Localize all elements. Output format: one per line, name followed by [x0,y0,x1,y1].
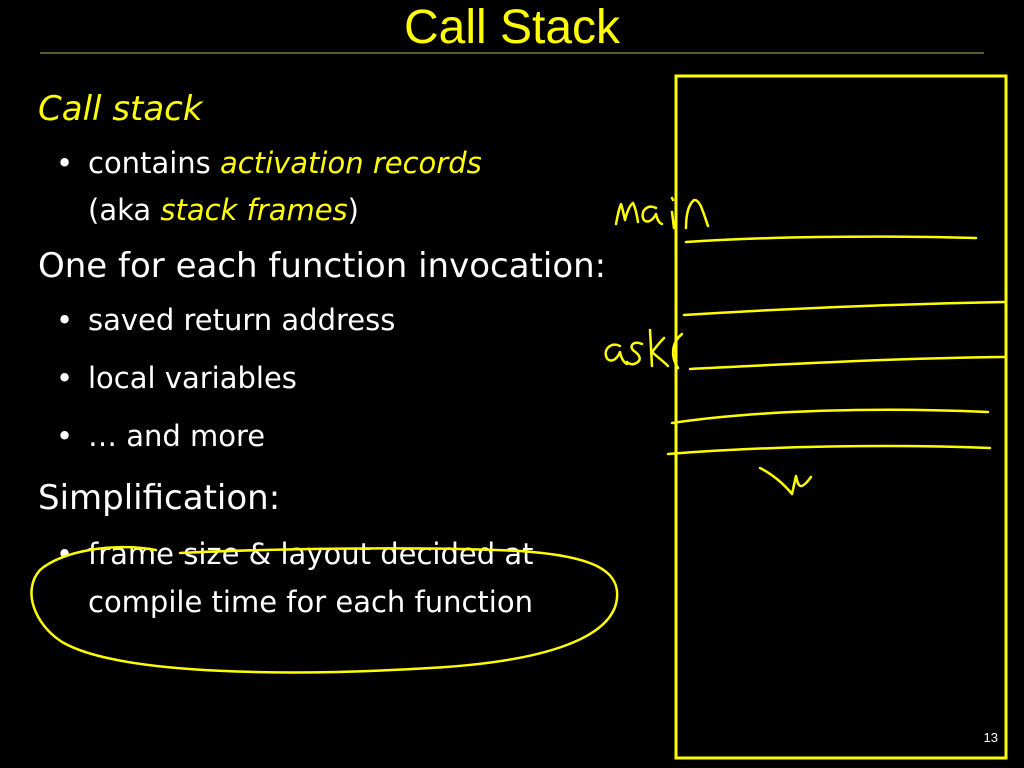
downward-arrow-mark [758,466,813,496]
bullet-text-prefix: contains [88,146,220,180]
bullet-text-line2: compile time for each function [88,585,533,619]
slide-body: Call stack • contains activation records… [38,88,678,621]
emphasis-activation-records: activation records [219,146,482,180]
bullet-text: saved return address [88,303,396,337]
stack-box [674,74,1008,760]
heading-simplification: Simplification: [38,478,281,518]
frame-line-1 [684,235,978,244]
bullet-text: … and more [88,419,266,453]
bullet-activation-records: • contains activation records (aka stack… [38,144,678,229]
frame-line-3 [688,355,1006,371]
aka-suffix: ) [347,193,359,227]
title-underline [40,52,984,54]
bullet-glyph: • [56,361,74,395]
bullet-glyph: • [56,303,74,337]
bullet-glyph: • [56,537,74,571]
aka-prefix: (aka [88,193,161,227]
page-number: 13 [983,730,998,745]
emphasis-stack-frames: stack frames [160,193,348,227]
frame-line-5 [666,444,992,456]
bullet-local-variables: • local variables [38,359,678,397]
heading-call-stack: Call stack [38,89,203,129]
bullet-glyph: • [56,146,74,180]
bullet-frame-size: • frame size & layout decided at compile… [38,535,678,621]
frame-line-4 [670,408,990,425]
frame-line-2 [682,300,1006,317]
bullet-and-more: • … and more [38,417,678,455]
bullet-saved-return-address: • saved return address [38,301,678,339]
bullet-text-line1: frame size & layout decided at [88,537,534,571]
bullet-text: local variables [88,361,297,395]
bullet-glyph: • [56,419,74,453]
bullet-continuation: (aka stack frames) [88,191,678,229]
heading-one-per-invocation: One for each function invocation: [38,246,607,286]
slide-title: Call Stack [403,1,621,54]
